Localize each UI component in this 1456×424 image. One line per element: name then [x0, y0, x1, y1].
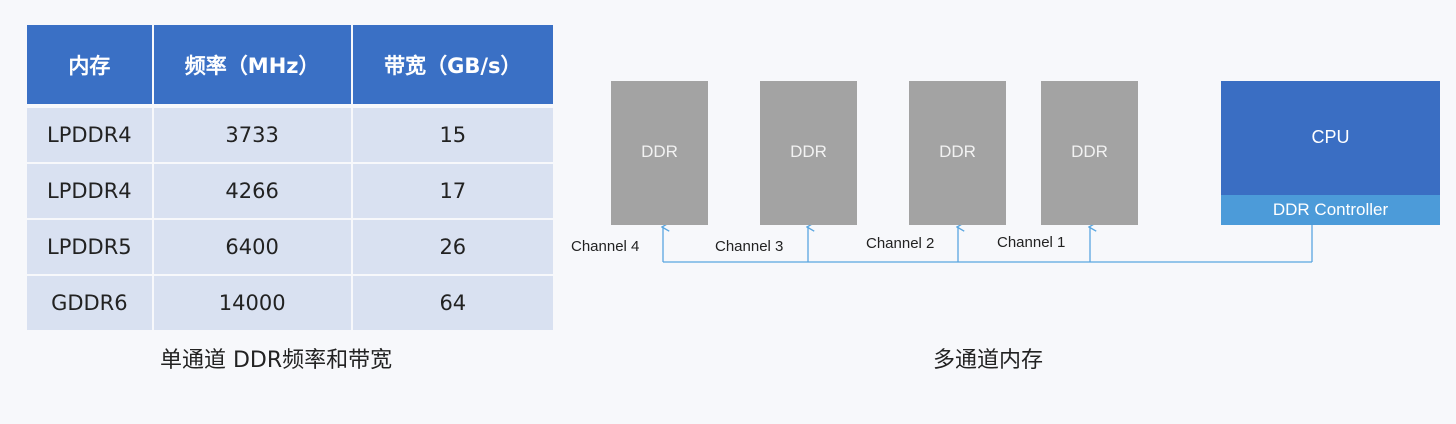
cell: 3733	[152, 104, 353, 163]
header-memory: 内存	[27, 25, 154, 106]
cell: GDDR6	[27, 274, 154, 330]
table-caption: 单通道 DDR频率和带宽	[160, 348, 393, 373]
cell: LPDDR4	[27, 162, 154, 219]
header-frequency: 频率（MHz）	[152, 25, 353, 106]
diagram-caption: 多通道内存	[933, 348, 1044, 373]
ddr-module-1: DDR	[1041, 81, 1138, 225]
channel-1-label: Channel 1	[997, 234, 1066, 251]
channel-2-label: Channel 2	[866, 235, 935, 252]
ddr-module-2: DDR	[909, 81, 1006, 225]
ddr-module-4: DDR	[611, 81, 708, 225]
cell: LPDDR5	[27, 218, 154, 275]
header-bandwidth: 带宽（GB/s）	[351, 25, 553, 106]
cpu-block: CPU	[1221, 81, 1440, 195]
cell: 14000	[152, 274, 353, 330]
cell: 64	[351, 274, 553, 330]
cell: 15	[351, 104, 553, 163]
table-header-row: 内存 频率（MHz） 带宽（GB/s）	[27, 25, 553, 106]
cell: 4266	[152, 162, 353, 219]
cell: 17	[351, 162, 553, 219]
cell: 26	[351, 218, 553, 275]
cell: 6400	[152, 218, 353, 275]
channel-3-label: Channel 3	[715, 238, 784, 255]
cell: LPDDR4	[27, 104, 154, 163]
ddr-module-3: DDR	[760, 81, 857, 225]
ddr-controller-block: DDR Controller	[1221, 195, 1440, 225]
channel-4-label: Channel 4	[571, 238, 640, 255]
